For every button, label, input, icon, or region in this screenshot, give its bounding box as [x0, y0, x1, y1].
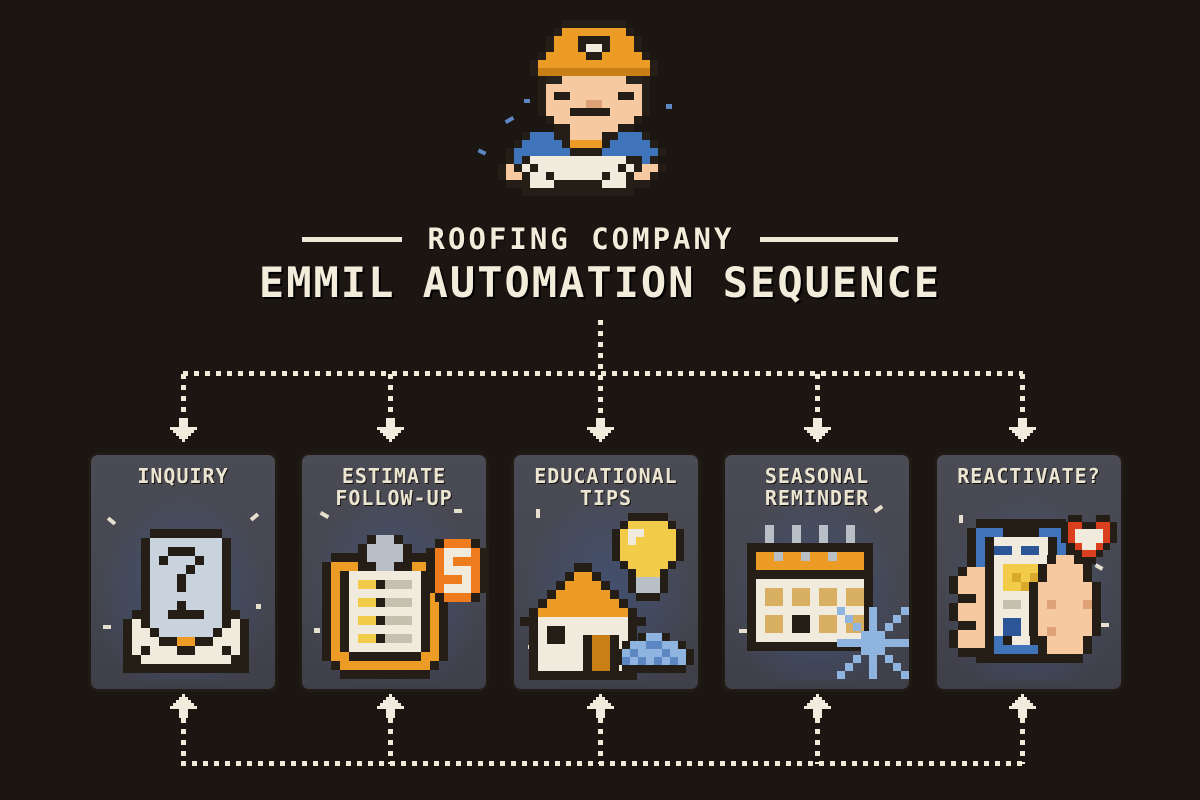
hand-fingers-icon — [949, 567, 994, 657]
card-seasonal-reminder: SEASONAL REMINDER — [722, 452, 912, 692]
arrow-up-icon — [587, 694, 614, 718]
sparkle — [477, 148, 487, 156]
arrow-down-icon — [170, 418, 197, 442]
arrow-up-icon — [1009, 694, 1036, 718]
sparkle — [103, 625, 111, 629]
connector-title-stem — [598, 320, 603, 420]
connector-branch-4 — [815, 374, 820, 420]
connector-top-bus — [183, 371, 1023, 376]
diagram-title: ROOFING COMPANY EMMIL AUTOMATION SEQUENC… — [0, 222, 1200, 307]
connector-return-5 — [1020, 718, 1025, 764]
card-label: INQUIRY — [137, 464, 229, 488]
card-label: REACTIVATE? — [957, 464, 1101, 488]
card-inquiry: INQUIRY — [88, 452, 278, 692]
dollar-coin-icon — [426, 539, 489, 602]
sparkle — [1100, 623, 1109, 627]
connector-branch-1 — [181, 374, 186, 420]
sparkle — [959, 515, 963, 523]
card-educational-tips: EDUCATIONAL TIPS — [511, 452, 701, 692]
open-envelope-question-icon — [114, 529, 258, 673]
card-reactivate: REACTIVATE? — [934, 452, 1124, 692]
sparkle — [256, 604, 261, 609]
arrow-up-icon — [804, 694, 831, 718]
connector-return-3 — [598, 718, 603, 764]
arrow-down-icon — [804, 418, 831, 442]
snow-pile-icon — [614, 633, 694, 673]
connector-return-4 — [815, 718, 820, 764]
sparkle — [739, 629, 747, 633]
connector-branch-2 — [388, 374, 393, 420]
card-label: ESTIMATE FOLLOW-UP — [335, 464, 453, 511]
lightbulb-icon — [612, 513, 684, 601]
arrow-up-icon — [377, 694, 404, 718]
connector-return-1 — [181, 718, 186, 764]
arrow-up-icon — [170, 694, 197, 718]
connector-bottom-bus — [181, 761, 1025, 766]
roofer-holding-envelope-icon — [498, 20, 690, 196]
connector-branch-5 — [1020, 374, 1025, 420]
heart-icon — [1061, 515, 1117, 564]
title-dash-left — [301, 236, 402, 242]
sparkle — [536, 509, 540, 518]
card-label: EDUCATIONAL TIPS — [534, 464, 678, 511]
hand-thumb-icon — [1029, 555, 1101, 663]
sparkle — [314, 628, 320, 633]
arrow-down-icon — [377, 418, 404, 442]
sparkle — [454, 509, 462, 513]
card-estimate-follow-up: ESTIMATE FOLLOW-UP — [299, 452, 489, 692]
title-line1: ROOFING COMPANY — [427, 222, 735, 256]
connector-return-2 — [388, 718, 393, 764]
title-dash-right — [760, 236, 899, 242]
sparkle — [666, 104, 672, 109]
arrow-down-icon — [1009, 418, 1036, 442]
card-label: SEASONAL REMINDER — [764, 464, 870, 511]
snowflake-icon — [837, 607, 909, 679]
arrow-down-icon — [587, 418, 614, 442]
title-line2: EMMIL AUTOMATION SEQUENCE — [258, 258, 942, 307]
sparkle — [524, 99, 530, 103]
